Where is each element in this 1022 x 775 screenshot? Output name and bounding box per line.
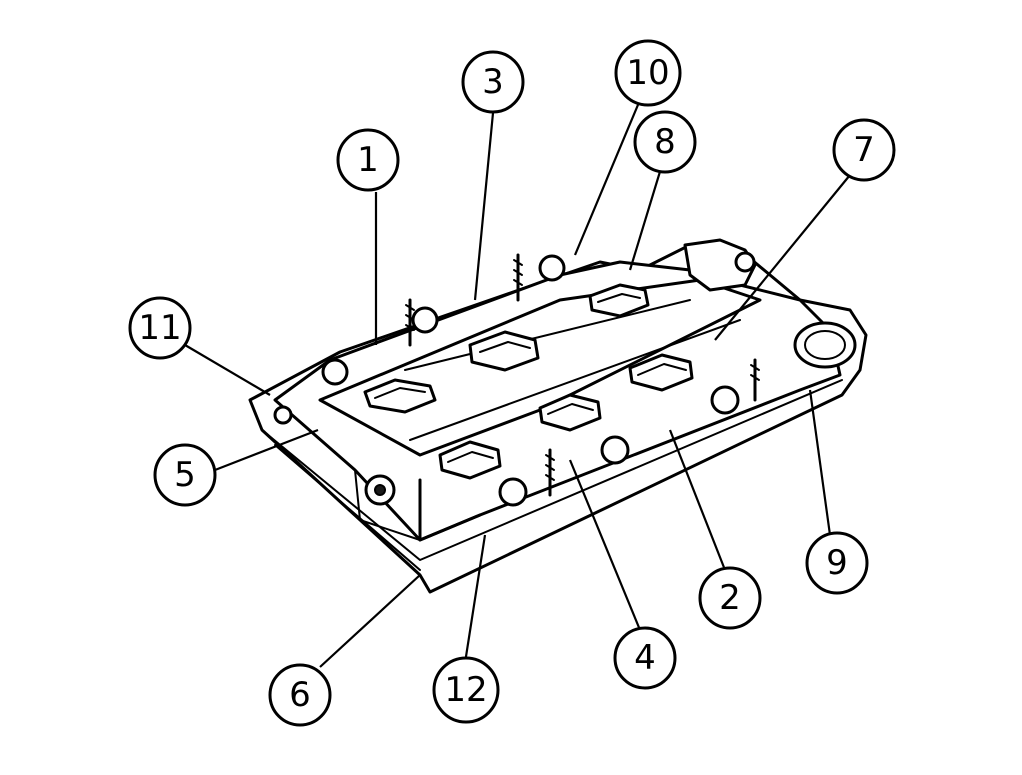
leader-lines — [184, 99, 851, 668]
studs — [405, 253, 760, 497]
svg-text:9: 9 — [826, 543, 848, 583]
callouts: 1 2 3 4 5 6 7 8 — [128, 39, 896, 727]
leader-3 — [473, 112, 495, 301]
callout-2: 2 — [698, 566, 762, 630]
svg-text:5: 5 — [174, 455, 196, 495]
svg-text:10: 10 — [626, 53, 669, 93]
callout-7: 7 — [832, 118, 896, 182]
callout-11: 11 — [128, 296, 192, 360]
leader-7 — [714, 174, 851, 341]
callout-10: 10 — [614, 39, 682, 107]
svg-text:6: 6 — [289, 675, 311, 715]
callout-8: 8 — [633, 110, 697, 174]
callout-9: 9 — [805, 531, 869, 595]
svg-text:12: 12 — [444, 670, 487, 710]
callout-4: 4 — [613, 626, 677, 690]
leader-4 — [568, 459, 642, 631]
leader-6 — [319, 574, 421, 668]
leader-5 — [214, 428, 319, 472]
callout-1: 1 — [336, 128, 400, 192]
leader-11 — [184, 344, 271, 396]
throttle-bore — [793, 321, 857, 369]
svg-text:4: 4 — [634, 638, 656, 678]
intake-manifold-drawing — [248, 238, 868, 594]
leader-8 — [628, 164, 664, 271]
svg-text:8: 8 — [654, 122, 676, 162]
callout-3: 3 — [461, 50, 525, 114]
svg-text:3: 3 — [482, 62, 504, 102]
svg-text:2: 2 — [719, 578, 741, 618]
svg-text:1: 1 — [357, 140, 379, 180]
leader-2 — [668, 429, 727, 571]
leader-9 — [808, 389, 832, 536]
leader-12 — [463, 534, 487, 664]
bolt-bosses — [273, 254, 740, 507]
svg-text:7: 7 — [853, 130, 875, 170]
callout-12: 12 — [432, 656, 500, 724]
leader-10 — [573, 99, 642, 256]
runner-ports — [363, 283, 694, 480]
svg-text:11: 11 — [138, 308, 181, 348]
callout-5: 5 — [153, 443, 217, 507]
callout-6: 6 — [268, 663, 332, 727]
